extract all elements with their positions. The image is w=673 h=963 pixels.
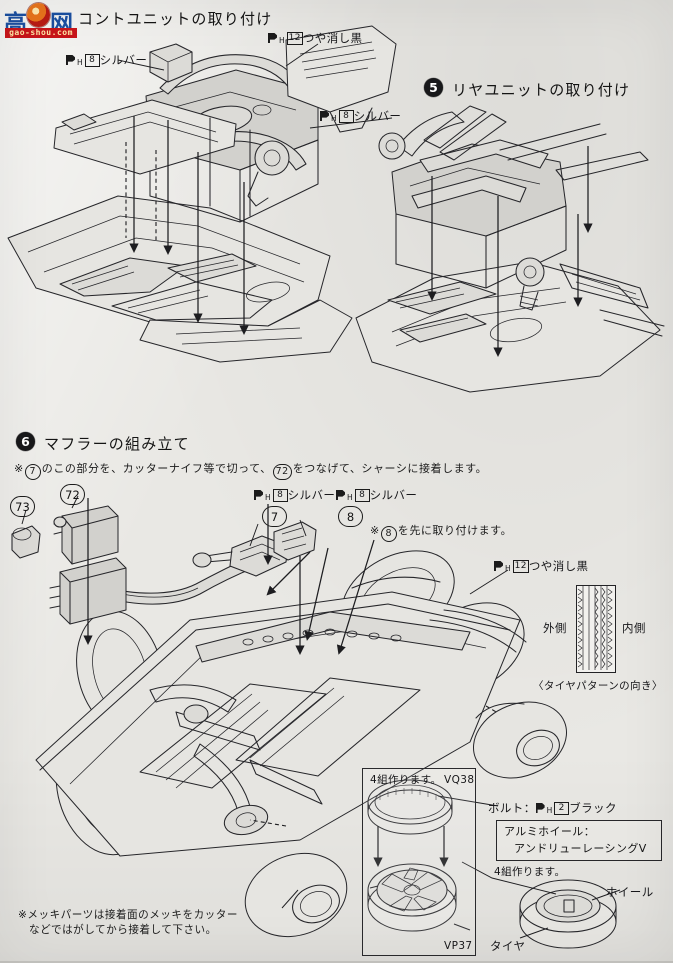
wheel-panel-illustration xyxy=(367,779,621,949)
footer-note-line2: などではがしてから接着して下さい。 xyxy=(29,924,217,937)
wheel-label: ホイール xyxy=(606,885,654,899)
part-number-72: 72 xyxy=(60,484,85,505)
inline-part-7: 7 xyxy=(24,463,41,480)
footer-note-line1: ※メッキパーツは接着面のメッキをカッター xyxy=(18,909,238,921)
step5-number: 5 xyxy=(424,78,443,97)
watermark-orb-icon xyxy=(27,3,50,27)
tire-pattern-caption: 〈タイヤパターンの向き〉 xyxy=(533,680,663,692)
step6-number: 6 xyxy=(16,432,35,451)
tire-pattern-inside-label: 内側 xyxy=(622,621,646,635)
wheel-make-sets: 4組作ります。 xyxy=(494,866,566,878)
alloy-wheel-namebox: アルミホイール： アンドリューレーシングV xyxy=(496,820,662,861)
step5-title: リヤユニットの取り付け xyxy=(452,81,631,99)
alloy-wheel-line2: アンドリューレーシングV xyxy=(514,841,647,855)
loose-tire-bottom xyxy=(244,852,348,938)
part-number-7: 7 xyxy=(262,506,287,527)
tire-pattern-outside-label: 外側 xyxy=(543,621,567,635)
step5-illustration xyxy=(355,105,665,393)
footer-note: ※メッキパーツは接着面のメッキをカッター などではがしてから接着して下さい。 xyxy=(18,908,238,939)
watermark-url: gao-shou.com xyxy=(5,28,77,38)
alloy-wheel-line1: アルミホイール： xyxy=(504,825,596,838)
tire-pattern-swatch xyxy=(576,585,616,673)
step4-illustration xyxy=(7,25,397,363)
wheel-assembly-panel xyxy=(362,768,476,956)
loose-tire-right xyxy=(472,701,568,779)
watermark-logo: 高 网 gao-shou.com xyxy=(4,2,82,42)
step6-illustration xyxy=(11,495,527,857)
tire-label: タイヤ xyxy=(490,939,526,953)
inline-part-72: 72 xyxy=(272,463,292,480)
wheel-panel-rim-part: VQ38 xyxy=(444,774,475,786)
part-number-8: 8 xyxy=(338,506,363,527)
inline-part-8: 8 xyxy=(380,525,397,542)
wheel-panel-wheel-part: VP37 xyxy=(444,940,473,952)
wheel-panel-make-sets: 4組作ります。 xyxy=(370,774,442,786)
step4-title: コントユニットの取り付け xyxy=(78,10,273,28)
step6-title: マフラーの組み立て xyxy=(44,435,190,453)
part-number-73: 73 xyxy=(10,496,35,517)
